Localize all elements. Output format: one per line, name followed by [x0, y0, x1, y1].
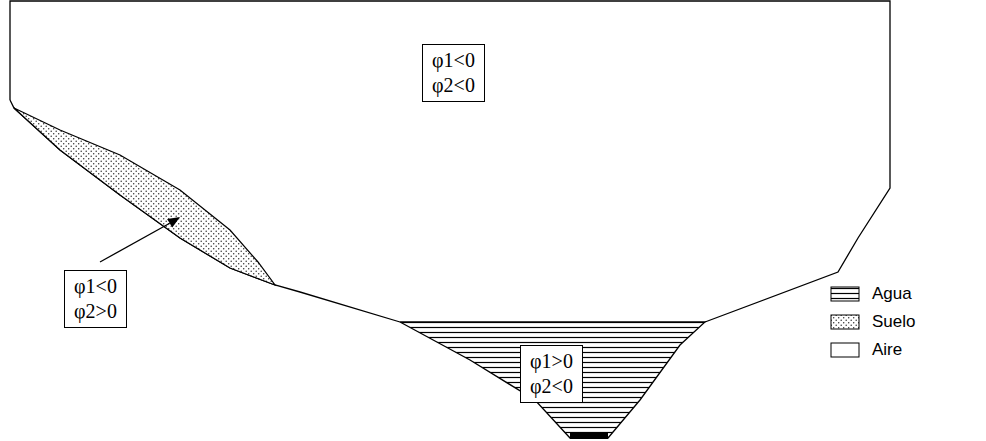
legend-entry: Aire — [830, 340, 902, 360]
legend-label: Aire — [872, 340, 902, 360]
legend-swatch-fill — [831, 343, 859, 357]
soil-region — [14, 108, 275, 285]
air-outline — [10, 1, 890, 322]
leader-line — [100, 223, 170, 262]
legend-swatch-fill — [831, 287, 859, 301]
legend-swatch — [830, 342, 860, 358]
water-region — [400, 322, 705, 438]
legend-swatch-fill — [831, 315, 859, 329]
legend-entry: Agua — [830, 284, 912, 304]
condition-box: φ1<0φ2<0 — [422, 44, 485, 102]
condition-text: φ2<0 — [432, 73, 475, 98]
condition-text: φ1<0 — [432, 48, 475, 73]
condition-box: φ1<0φ2>0 — [64, 270, 127, 328]
legend-label: Suelo — [872, 312, 915, 332]
legend-entry: Suelo — [830, 312, 915, 332]
condition-text: φ2<0 — [530, 374, 573, 399]
legend-swatch — [830, 286, 860, 302]
condition-box: φ1>0φ2<0 — [520, 345, 583, 403]
condition-text: φ1>0 — [530, 349, 573, 374]
water-bottom — [570, 433, 608, 439]
condition-text: φ2>0 — [74, 299, 117, 324]
legend-label: Agua — [872, 284, 912, 304]
legend-swatch — [830, 314, 860, 330]
condition-text: φ1<0 — [74, 274, 117, 299]
leader-arrowhead — [167, 217, 180, 228]
